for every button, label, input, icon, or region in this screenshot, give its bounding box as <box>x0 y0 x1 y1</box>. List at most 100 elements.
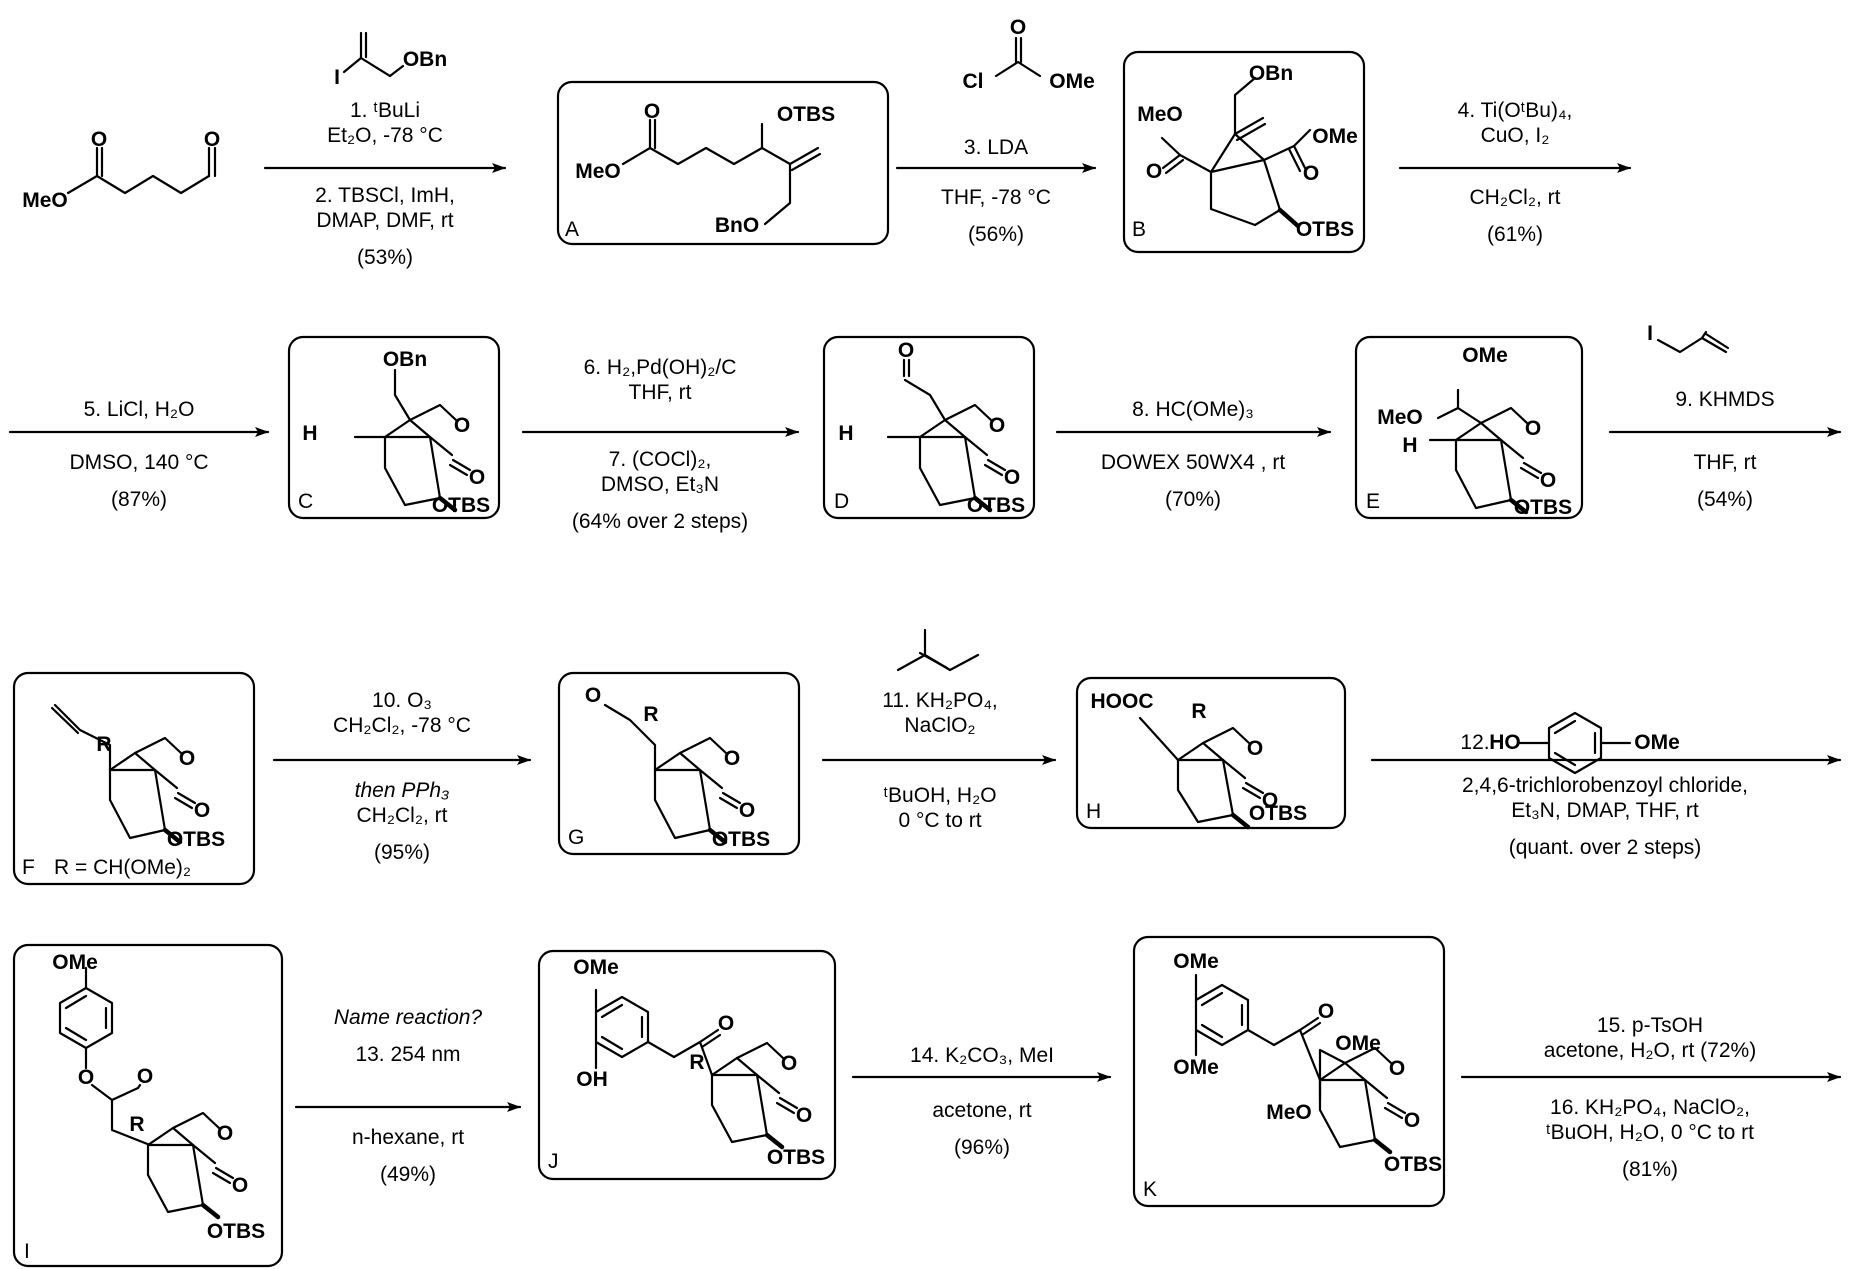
atom-otbs: OTBS <box>1248 802 1308 825</box>
atom-o: O <box>216 1122 234 1145</box>
atom-ome: OMe <box>573 956 619 979</box>
conditions-step13-below: n-hexane, rt (49%) <box>352 1125 464 1187</box>
atom-otbs: OTBS <box>776 103 836 126</box>
conditions-step9-above: 9. KHMDS <box>1675 387 1774 412</box>
f-substituent: R = CH(OMe)₂ <box>54 856 192 879</box>
atom-obn: OBn <box>402 48 448 71</box>
cond-line: 13. 254 nm <box>355 1043 461 1066</box>
atom-o: O <box>1009 16 1027 39</box>
cond-line: DMAP, DMF, rt <box>316 209 454 232</box>
atom-o: O <box>203 128 221 151</box>
conditions-step8-above: 8. HC(OMe)₃ <box>1132 397 1254 422</box>
conditions-step12-below: 2,4,6-trichlorobenzoyl chloride, Et₃N, D… <box>1462 773 1748 860</box>
atom-o: O <box>717 1012 735 1035</box>
atom-otbs: OTBS <box>1383 1153 1443 1176</box>
atom-o: O <box>897 339 915 362</box>
conditions-step5-below: DMSO, 140 °C (87%) <box>69 450 208 512</box>
atom-obn: OBn <box>382 348 428 371</box>
cond-line: 12. <box>1460 731 1490 754</box>
atom-otbs: OTBS <box>711 828 771 851</box>
atom-o: O <box>1302 162 1320 185</box>
atom-r: R <box>96 733 112 756</box>
cond-line: CuO, I₂ <box>1480 124 1550 147</box>
cond-line: DMSO, 140 °C <box>69 451 209 474</box>
atom-o: O <box>231 1174 249 1197</box>
atom-meo: MeO <box>575 160 621 183</box>
compound-label-J: J <box>548 1150 559 1173</box>
compound-label-K: K <box>1143 1178 1158 1201</box>
atom-obn: OBn <box>1248 62 1294 85</box>
cond-line: THF, rt <box>628 381 692 404</box>
cond-line: acetone, rt <box>932 1099 1032 1122</box>
box-compound-I <box>12 943 284 1268</box>
atom-r: R <box>689 1051 705 1074</box>
conditions-step10-above: 10. O₃ CH₂Cl₂, -78 °C <box>333 688 471 738</box>
atom-o: O <box>468 466 486 489</box>
atom-o: O <box>795 1104 813 1127</box>
cond-line: 2. TBSCl, ImH, <box>315 184 455 207</box>
cond-line: (54%) <box>1696 488 1754 511</box>
atom-o: O <box>1145 160 1163 183</box>
cond-line: acetone, H₂O, rt (72%) <box>1543 1039 1757 1062</box>
compound-label-H: H <box>1086 800 1102 823</box>
atom-meo: MeO <box>1377 406 1423 429</box>
atom-h: H <box>302 422 318 445</box>
compound-label-G: G <box>568 826 585 849</box>
atom-o: O <box>453 414 471 437</box>
cond-line: (49%) <box>379 1163 437 1186</box>
box-compound-B <box>1122 50 1366 254</box>
cond-line: (53%) <box>356 246 414 269</box>
cond-line: (quant. over 2 steps) <box>1508 836 1702 859</box>
cond-line: CH₂Cl₂, -78 °C <box>333 714 471 737</box>
atom-otbs: OTBS <box>966 494 1026 517</box>
cond-line: 14. K₂CO₃, MeI <box>910 1044 1054 1067</box>
cond-line: 10. O₃ <box>372 689 432 712</box>
cond-line: then PPh₃ <box>354 779 450 802</box>
atom-ome: OMe <box>1173 950 1219 973</box>
cond-line: 7. (COCl)₂, <box>608 448 712 471</box>
compound-label-F: F <box>22 856 35 879</box>
cond-line: (70%) <box>1164 488 1222 511</box>
box-compound-G <box>557 671 801 856</box>
conditions-step14-below: acetone, rt (96%) <box>932 1098 1031 1160</box>
cond-line: (95%) <box>373 841 431 864</box>
cond-line: DMSO, Et₃N <box>600 473 720 496</box>
cond-line: 4. Ti(OᵗBu)₄, <box>1457 99 1573 122</box>
atom-otbs: OTBS <box>766 1146 826 1169</box>
cond-line: ᵗBuOH, H₂O <box>883 784 997 807</box>
atom-o: O <box>90 128 108 151</box>
atom-o: O <box>136 1065 154 1088</box>
atom-otbs: OTBS <box>1513 496 1573 519</box>
conditions-step4-below: CH₂Cl₂, rt (61%) <box>1470 185 1561 247</box>
conditions-step3-above: 3. LDA <box>964 135 1028 160</box>
cond-line: (56%) <box>967 223 1025 246</box>
cond-line: CH₂Cl₂, rt <box>1469 186 1561 209</box>
atom-o: O <box>77 1066 95 1089</box>
atom-i: I <box>334 66 340 89</box>
atom-meo: MeO <box>1137 103 1183 126</box>
conditions-step8-below: DOWEX 50WX4 , rt (70%) <box>1101 450 1285 512</box>
cond-line: 9. KHMDS <box>1675 388 1775 411</box>
cond-line: 2,4,6-trichlorobenzoyl chloride, <box>1462 774 1748 797</box>
atom-o: O <box>1388 1057 1406 1080</box>
atom-ome: OMe <box>1173 1056 1219 1079</box>
box-compound-H <box>1075 676 1347 830</box>
atom-ome: OMe <box>52 951 98 974</box>
cond-line: THF, rt <box>1693 451 1757 474</box>
conditions-step2-below: 2. TBSCl, ImH, DMAP, DMF, rt (53%) <box>315 183 455 270</box>
box-compound-C <box>287 335 501 520</box>
atom-o: O <box>178 747 196 770</box>
box-compound-E <box>1354 335 1584 520</box>
cond-line: n-hexane, rt <box>351 1126 465 1149</box>
compound-label-C: C <box>298 490 314 513</box>
atom-o: O <box>1524 417 1542 440</box>
cond-line: CH₂Cl₂, rt <box>356 804 448 827</box>
conditions-step3-below: THF, -78 °C (56%) <box>941 185 1051 247</box>
atom-ome: OMe <box>1634 731 1680 754</box>
box-compound-A <box>556 80 890 246</box>
cond-line: (64% over 2 steps) <box>571 510 749 533</box>
cond-line: 5. LiCl, H₂O <box>83 398 195 421</box>
atom-o: O <box>1246 737 1264 760</box>
